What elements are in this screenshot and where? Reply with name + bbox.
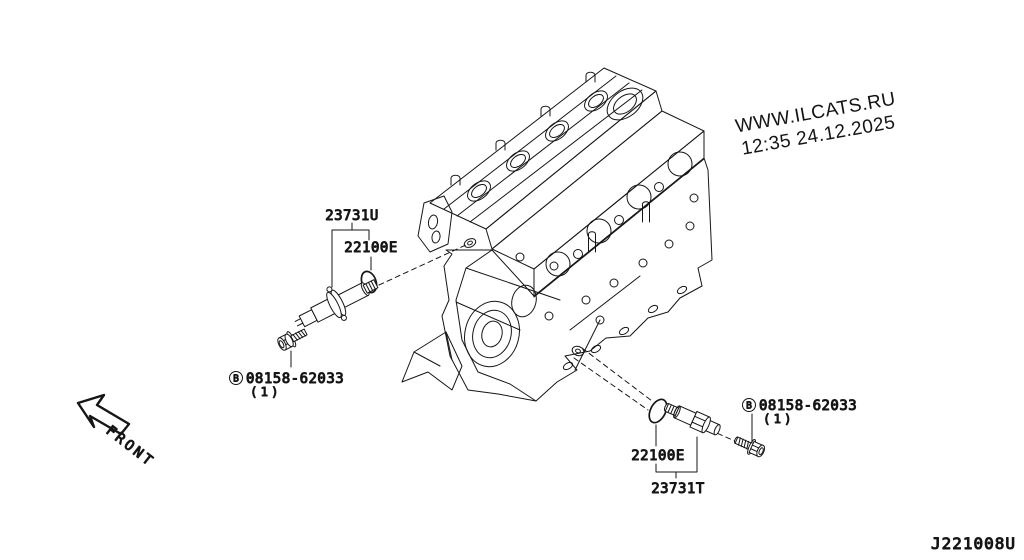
front-arrow-icon — [76, 393, 131, 436]
label-sensor-bottom: 23731T — [651, 481, 705, 497]
circled-b-icon: B — [233, 374, 239, 385]
camshaft-position-sensor — [294, 279, 379, 328]
label-oring-top: 22100E — [344, 240, 398, 256]
mounting-bolt-right — [733, 436, 766, 458]
svg-text:(1): (1) — [763, 411, 795, 426]
sensor-boss-top — [463, 238, 477, 248]
label-bolt-left: B 08158-62033 (1) — [229, 371, 344, 400]
leader-lines-top — [290, 222, 372, 368]
label-sensor-top: 23731U — [325, 208, 379, 224]
front-label: FRONT — [103, 423, 158, 471]
crankshaft-position-sensor — [663, 402, 721, 436]
svg-text:(1): (1) — [250, 384, 282, 399]
leader-lines-bottom — [655, 413, 753, 479]
svg-text:08158-62033: 08158-62033 — [759, 398, 857, 414]
diagram-code: J221008U — [931, 534, 1016, 553]
mounting-bolt-left — [277, 328, 308, 351]
label-oring-bottom: 22100E — [631, 448, 685, 464]
centerline-top — [378, 243, 469, 286]
label-bolt-right: B 08158-62033 (1) — [742, 398, 857, 427]
front-indicator: FRONT — [76, 393, 158, 471]
o-ring-bottom — [648, 398, 668, 424]
sensor-boss-bottom — [571, 345, 585, 357]
circled-b-icon: B — [746, 401, 752, 412]
watermark: WWW.ILCATS.RU 12:35 24.12.2025 — [734, 89, 898, 160]
engine-illustration — [401, 67, 713, 402]
svg-text:08158-62033: 08158-62033 — [246, 371, 344, 387]
